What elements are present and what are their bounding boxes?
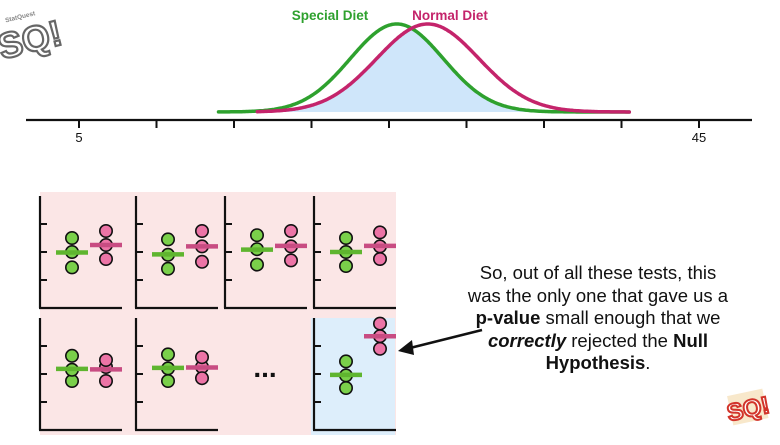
special-diet-point xyxy=(65,260,80,275)
caption-line-3: p-value small enough that we xyxy=(432,307,764,330)
caption-line-5-end: . xyxy=(645,352,651,373)
pointer-arrow xyxy=(398,328,483,355)
special-diet-point xyxy=(338,380,353,395)
special-diet-point xyxy=(338,258,353,273)
caption-line-1: So, out of all these tests, this xyxy=(479,262,717,283)
normal-diet-point xyxy=(283,253,298,268)
normal-diet-point xyxy=(195,254,210,269)
special-diet-point xyxy=(65,348,80,363)
normal-diet-point xyxy=(195,224,210,239)
normal-diet-point xyxy=(283,224,298,239)
normal-diet-point xyxy=(372,341,387,356)
special-diet-point xyxy=(161,232,176,247)
caption-line-5: Hypothesis. xyxy=(432,352,764,375)
special-diet-point xyxy=(65,231,80,246)
special-diet-point xyxy=(250,228,265,243)
experiment-panel xyxy=(312,196,396,310)
experiment-panel xyxy=(134,318,218,432)
experiment-panel-highlighted xyxy=(312,316,396,432)
experiment-panel xyxy=(38,196,122,310)
legend-special-diet: Special Diet xyxy=(292,8,369,23)
special-diet-point xyxy=(161,347,176,362)
tick-label-45: 45 xyxy=(692,130,706,145)
x-axis-ticks xyxy=(78,120,700,128)
normal-diet-point xyxy=(99,252,114,267)
caption-line-4: correctly rejected the Null xyxy=(432,330,764,353)
tick-label-5: 5 xyxy=(75,130,82,145)
explanation-caption: So, out of all these tests, this was the… xyxy=(432,262,764,375)
more-experiments-ellipsis: ... xyxy=(253,352,276,383)
experiment-grid xyxy=(38,196,396,432)
experiment-panel xyxy=(38,318,122,432)
special-diet-point xyxy=(338,354,353,369)
special-diet-point xyxy=(161,261,176,276)
special-diet-point xyxy=(250,257,265,272)
normal-diet-point xyxy=(195,350,210,365)
normal-diet-point xyxy=(99,373,114,388)
distribution-chart: Special Diet Normal Diet 5 45 xyxy=(26,8,752,145)
normal-diet-point xyxy=(99,224,114,239)
experiment-panel xyxy=(134,196,218,310)
caption-line-3-rest: small enough that we xyxy=(540,307,721,328)
overlap-area xyxy=(265,28,583,112)
normal-diet-point xyxy=(99,352,114,367)
caption-line-4-mid: rejected the xyxy=(566,329,674,351)
normal-diet-point xyxy=(195,371,210,386)
legend-normal-diet: Normal Diet xyxy=(412,8,488,23)
statquest-logo-bottom-right: SQ! xyxy=(724,388,773,428)
experiment-panel xyxy=(223,196,307,310)
special-diet-point xyxy=(338,231,353,246)
statquest-logo-top-left: StatQuest SQ! xyxy=(0,10,67,68)
caption-null: Null xyxy=(673,329,709,351)
special-diet-curve xyxy=(216,22,632,114)
normal-diet-curve xyxy=(255,22,632,114)
caption-correctly: correctly xyxy=(487,329,567,351)
caption-hypothesis: Hypothesis xyxy=(545,352,646,373)
normal-diet-point xyxy=(372,225,387,240)
normal-diet-point xyxy=(372,316,387,331)
caption-line-2: was the only one that gave us a xyxy=(467,284,729,306)
normal-diet-point xyxy=(372,252,387,267)
special-diet-point xyxy=(161,373,176,388)
caption-pvalue: p-value xyxy=(475,307,541,328)
